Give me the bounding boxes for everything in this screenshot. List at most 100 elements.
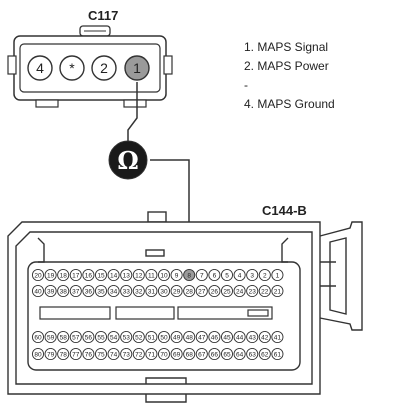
legend-item: 1. MAPS Signal	[244, 40, 329, 54]
c144b-pin	[258, 268, 271, 282]
c144b-pin	[208, 330, 221, 344]
c144b-pin-label: 64	[236, 351, 244, 358]
c144b-pin	[195, 347, 208, 361]
c144b-pin-label: 60	[34, 334, 42, 341]
c144b-pin-label: 22	[261, 288, 269, 295]
c144b-pin-label: 70	[160, 351, 168, 358]
c144b-pin-label: 43	[249, 334, 257, 341]
c144b-pin	[82, 347, 95, 361]
c144b-pin-label: 35	[97, 288, 105, 295]
c144b-pin-label: 37	[72, 288, 80, 295]
c144b-pin	[145, 284, 158, 298]
c144b-pin	[233, 347, 246, 361]
c144b-pin-label: 61	[274, 351, 282, 358]
c144b-pin-label: 3	[250, 272, 254, 279]
c144b-pin	[94, 330, 108, 344]
c144b-pin-label: 53	[123, 334, 131, 341]
c117-connector	[7, 25, 173, 108]
c144b-pin	[208, 347, 221, 361]
c144b-pin-label: 80	[34, 351, 42, 358]
c144b-pin-label: 25	[223, 288, 231, 295]
c144b-pin-label: 10	[160, 272, 168, 279]
c144b-pin-label: 52	[135, 334, 143, 341]
c144b-pin	[107, 330, 120, 344]
c144b-pin	[82, 268, 95, 282]
c144b-pin	[44, 268, 57, 282]
c144b-pin	[271, 330, 284, 344]
c144b-pin	[195, 268, 208, 282]
c144b-pin-label: 49	[173, 334, 181, 341]
c144b-pin-label: 75	[97, 351, 105, 358]
c144b-pin-label: 78	[60, 351, 68, 358]
c144b-pin-label: 17	[72, 272, 80, 279]
c144b-pin	[183, 284, 196, 298]
c144b-pin	[258, 347, 271, 361]
c144b-pin	[44, 284, 57, 298]
c144b-pin	[157, 347, 171, 361]
c144b-pin	[157, 268, 171, 282]
c144b-pin-label: 65	[223, 351, 231, 358]
c144b-pin-label: 29	[173, 288, 181, 295]
c144b-pin	[271, 268, 284, 282]
c144b-pin-label: 34	[110, 288, 118, 295]
c144b-pin	[57, 268, 70, 282]
c117-pin-label: 4	[36, 60, 44, 76]
c144b-pin-label: 57	[72, 334, 80, 341]
c144b-pin-label: 45	[223, 334, 231, 341]
c144b-pin	[145, 347, 158, 361]
c144b-pin	[246, 268, 259, 282]
c144b-pin	[233, 284, 246, 298]
c144b-pin	[107, 347, 120, 361]
c144b-pin-label: 14	[110, 272, 118, 279]
c144b-pin	[120, 284, 133, 298]
c144b-pin	[183, 268, 196, 282]
c144b-pin	[195, 284, 208, 298]
c144b-pin-label: 77	[72, 351, 80, 358]
c144b-pin	[57, 347, 70, 361]
c144b-pin-label: 30	[160, 288, 168, 295]
c144b-pin-label: 67	[198, 351, 206, 358]
c144b-pin	[132, 347, 145, 361]
c144b-pin	[220, 268, 234, 282]
c144b-pin	[69, 330, 82, 344]
c144b-pin-label: 41	[274, 334, 282, 341]
c144b-pin	[195, 330, 208, 344]
c144b-pin-label: 71	[148, 351, 156, 358]
c144b-pin-label: 39	[47, 288, 55, 295]
c144b-pin	[107, 284, 120, 298]
c144b-pin	[69, 268, 82, 282]
c144b-pin-label: 48	[186, 334, 194, 341]
c144b-pin	[132, 284, 145, 298]
legend-item: -	[244, 78, 248, 92]
c144b-pin	[69, 284, 82, 298]
c144b-pin	[57, 330, 70, 344]
c144b-pin-label: 8	[187, 272, 191, 279]
c144b-pin-label: 36	[85, 288, 93, 295]
c117-label: C117	[88, 8, 118, 23]
c117-pin	[124, 55, 150, 81]
c144b-pin-label: 9	[175, 272, 179, 279]
c144b-pin	[107, 268, 120, 282]
c144b-pin-label: 24	[236, 288, 244, 295]
c117-pin	[59, 55, 85, 81]
c144b-pin	[120, 330, 133, 344]
c144b-pin	[170, 284, 183, 298]
c144b-pin	[246, 330, 259, 344]
c144b-pin	[44, 330, 57, 344]
c144b-pin	[170, 268, 183, 282]
c144b-pin-label: 62	[261, 351, 269, 358]
c117-pin	[27, 55, 53, 81]
c144b-pin	[31, 268, 45, 282]
c144b-pin-label: 27	[198, 288, 206, 295]
pin-legend: 1. MAPS Signal 2. MAPS Power - 4. MAPS G…	[244, 38, 335, 114]
c144b-pin	[246, 284, 259, 298]
c144b-pin	[183, 330, 196, 344]
c144b-pin-label: 15	[97, 272, 105, 279]
c144b-pin	[233, 330, 246, 344]
c144b-pin-label: 21	[274, 288, 282, 295]
c144b-pin-label: 19	[47, 272, 55, 279]
c144b-middle-slots	[39, 306, 273, 320]
c144b-pin	[157, 284, 171, 298]
c144b-pin-label: 55	[97, 334, 105, 341]
c144b-pin-label: 33	[123, 288, 131, 295]
